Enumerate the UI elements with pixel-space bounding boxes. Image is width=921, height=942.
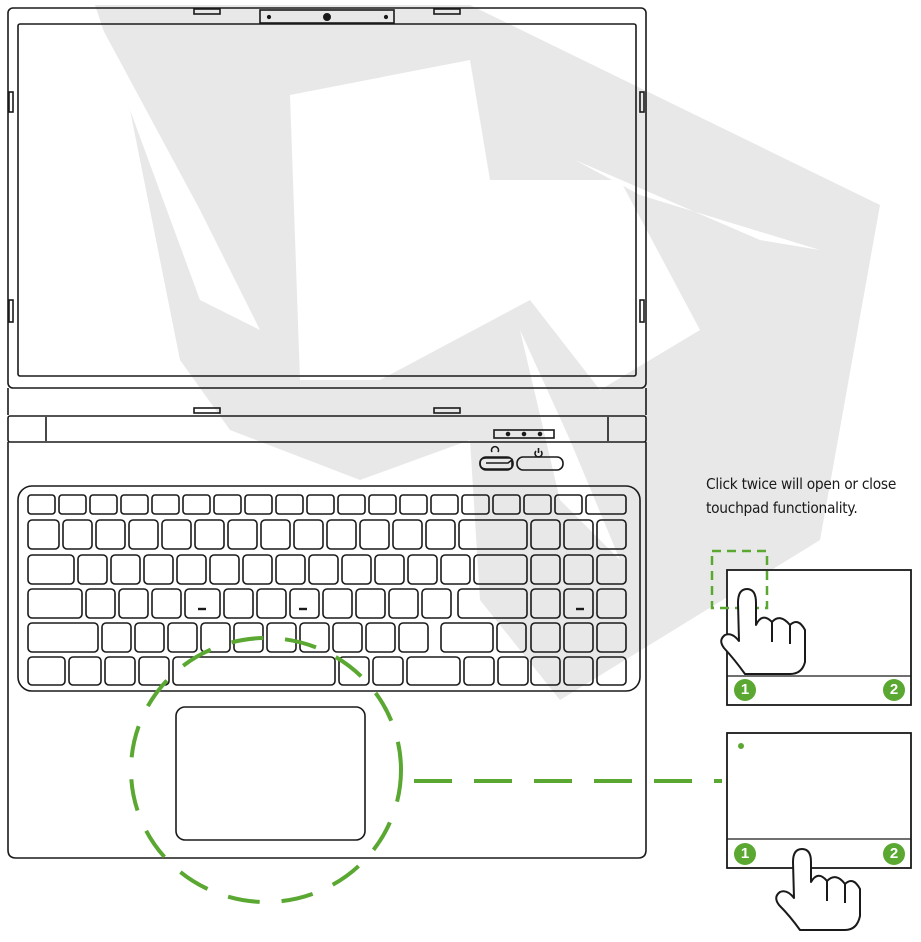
- caption-line-2: touchpad functionality.: [706, 499, 858, 517]
- right-button-badge: 2: [883, 679, 905, 701]
- keyboard-row-2: [27, 519, 627, 550]
- touchpad-highlight-circle: [129, 636, 403, 904]
- webcam-bar: [259, 9, 395, 24]
- pointing-hand-icon: [720, 588, 806, 675]
- space-bar: [172, 656, 336, 686]
- keyboard-row-1: [27, 494, 627, 515]
- webcam-icon: [322, 13, 331, 22]
- left-button-badge: 1: [734, 679, 756, 701]
- keyboard-row-6: [27, 656, 627, 686]
- instruction-caption: Click twice will open or close touchpad …: [706, 472, 901, 520]
- keyboard: [27, 494, 627, 686]
- touchpad-panel-2: [726, 732, 912, 931]
- laptop-lid: [7, 7, 647, 415]
- keyboard-row-5: [27, 622, 627, 653]
- function-buttons: [479, 445, 564, 471]
- left-button-badge: 1: [734, 843, 756, 865]
- power-icon: [534, 448, 543, 458]
- touchpad-led-indicator: [738, 743, 744, 749]
- pointing-hand-icon: [775, 848, 861, 931]
- status-leds: [493, 429, 555, 439]
- caption-line-1: Click twice will open or close: [706, 475, 897, 493]
- keyboard-deck: [17, 485, 641, 692]
- laptop-touchpad[interactable]: [175, 706, 366, 841]
- right-button-badge: 2: [883, 843, 905, 865]
- keyboard-row-3: [27, 554, 627, 585]
- hinge: [7, 415, 647, 443]
- touchpad-panel-1: [710, 549, 912, 706]
- logo-watermark: [95, 5, 880, 700]
- keyboard-row-4: [27, 588, 627, 619]
- laptop-base: [7, 442, 647, 859]
- fan-mode-icon: [490, 445, 500, 453]
